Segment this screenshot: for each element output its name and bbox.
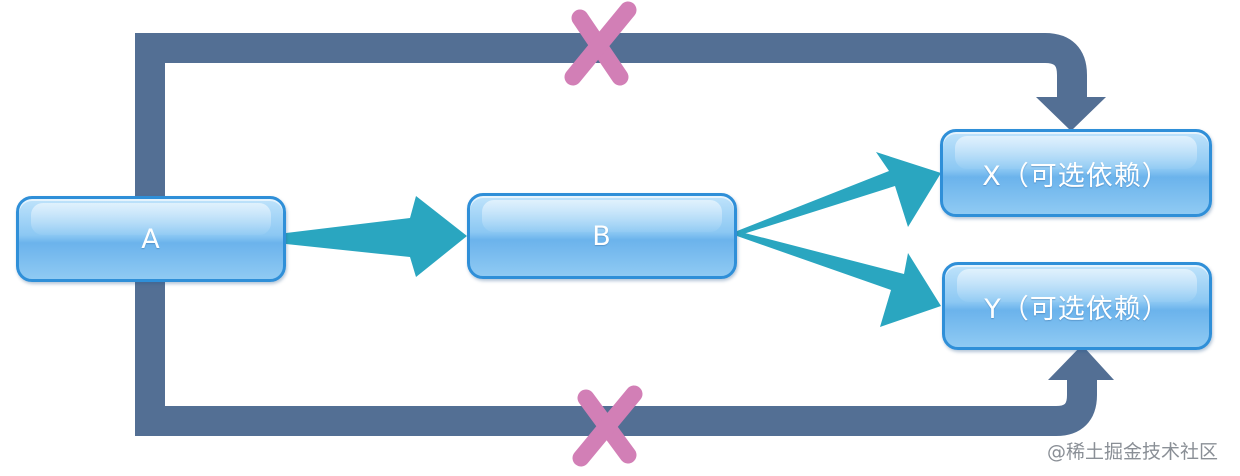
node-b-label: B [592,220,612,252]
blocked-mark-bottom [572,385,643,467]
arrowhead-to-y [1048,345,1114,380]
node-b: B [467,193,737,279]
transitive-path-a-to-y [135,282,1097,436]
node-a: A [16,196,286,282]
arrow-b-to-y [737,231,941,327]
blocked-mark-top [564,1,637,86]
arrow-a-to-b [286,196,467,277]
arrowhead-to-x [1036,97,1106,131]
node-x-optional: X（可选依赖） [940,129,1212,217]
transitive-path-a-to-x [135,33,1087,196]
node-a-label: A [141,223,161,255]
node-y-optional: Y（可选依赖） [942,262,1212,350]
node-x-label: X（可选依赖） [982,160,1170,192]
node-y-label: Y（可选依赖） [984,293,1170,325]
watermark: @稀土掘金技术社区 [1046,441,1218,463]
arrow-b-to-x [737,152,941,236]
